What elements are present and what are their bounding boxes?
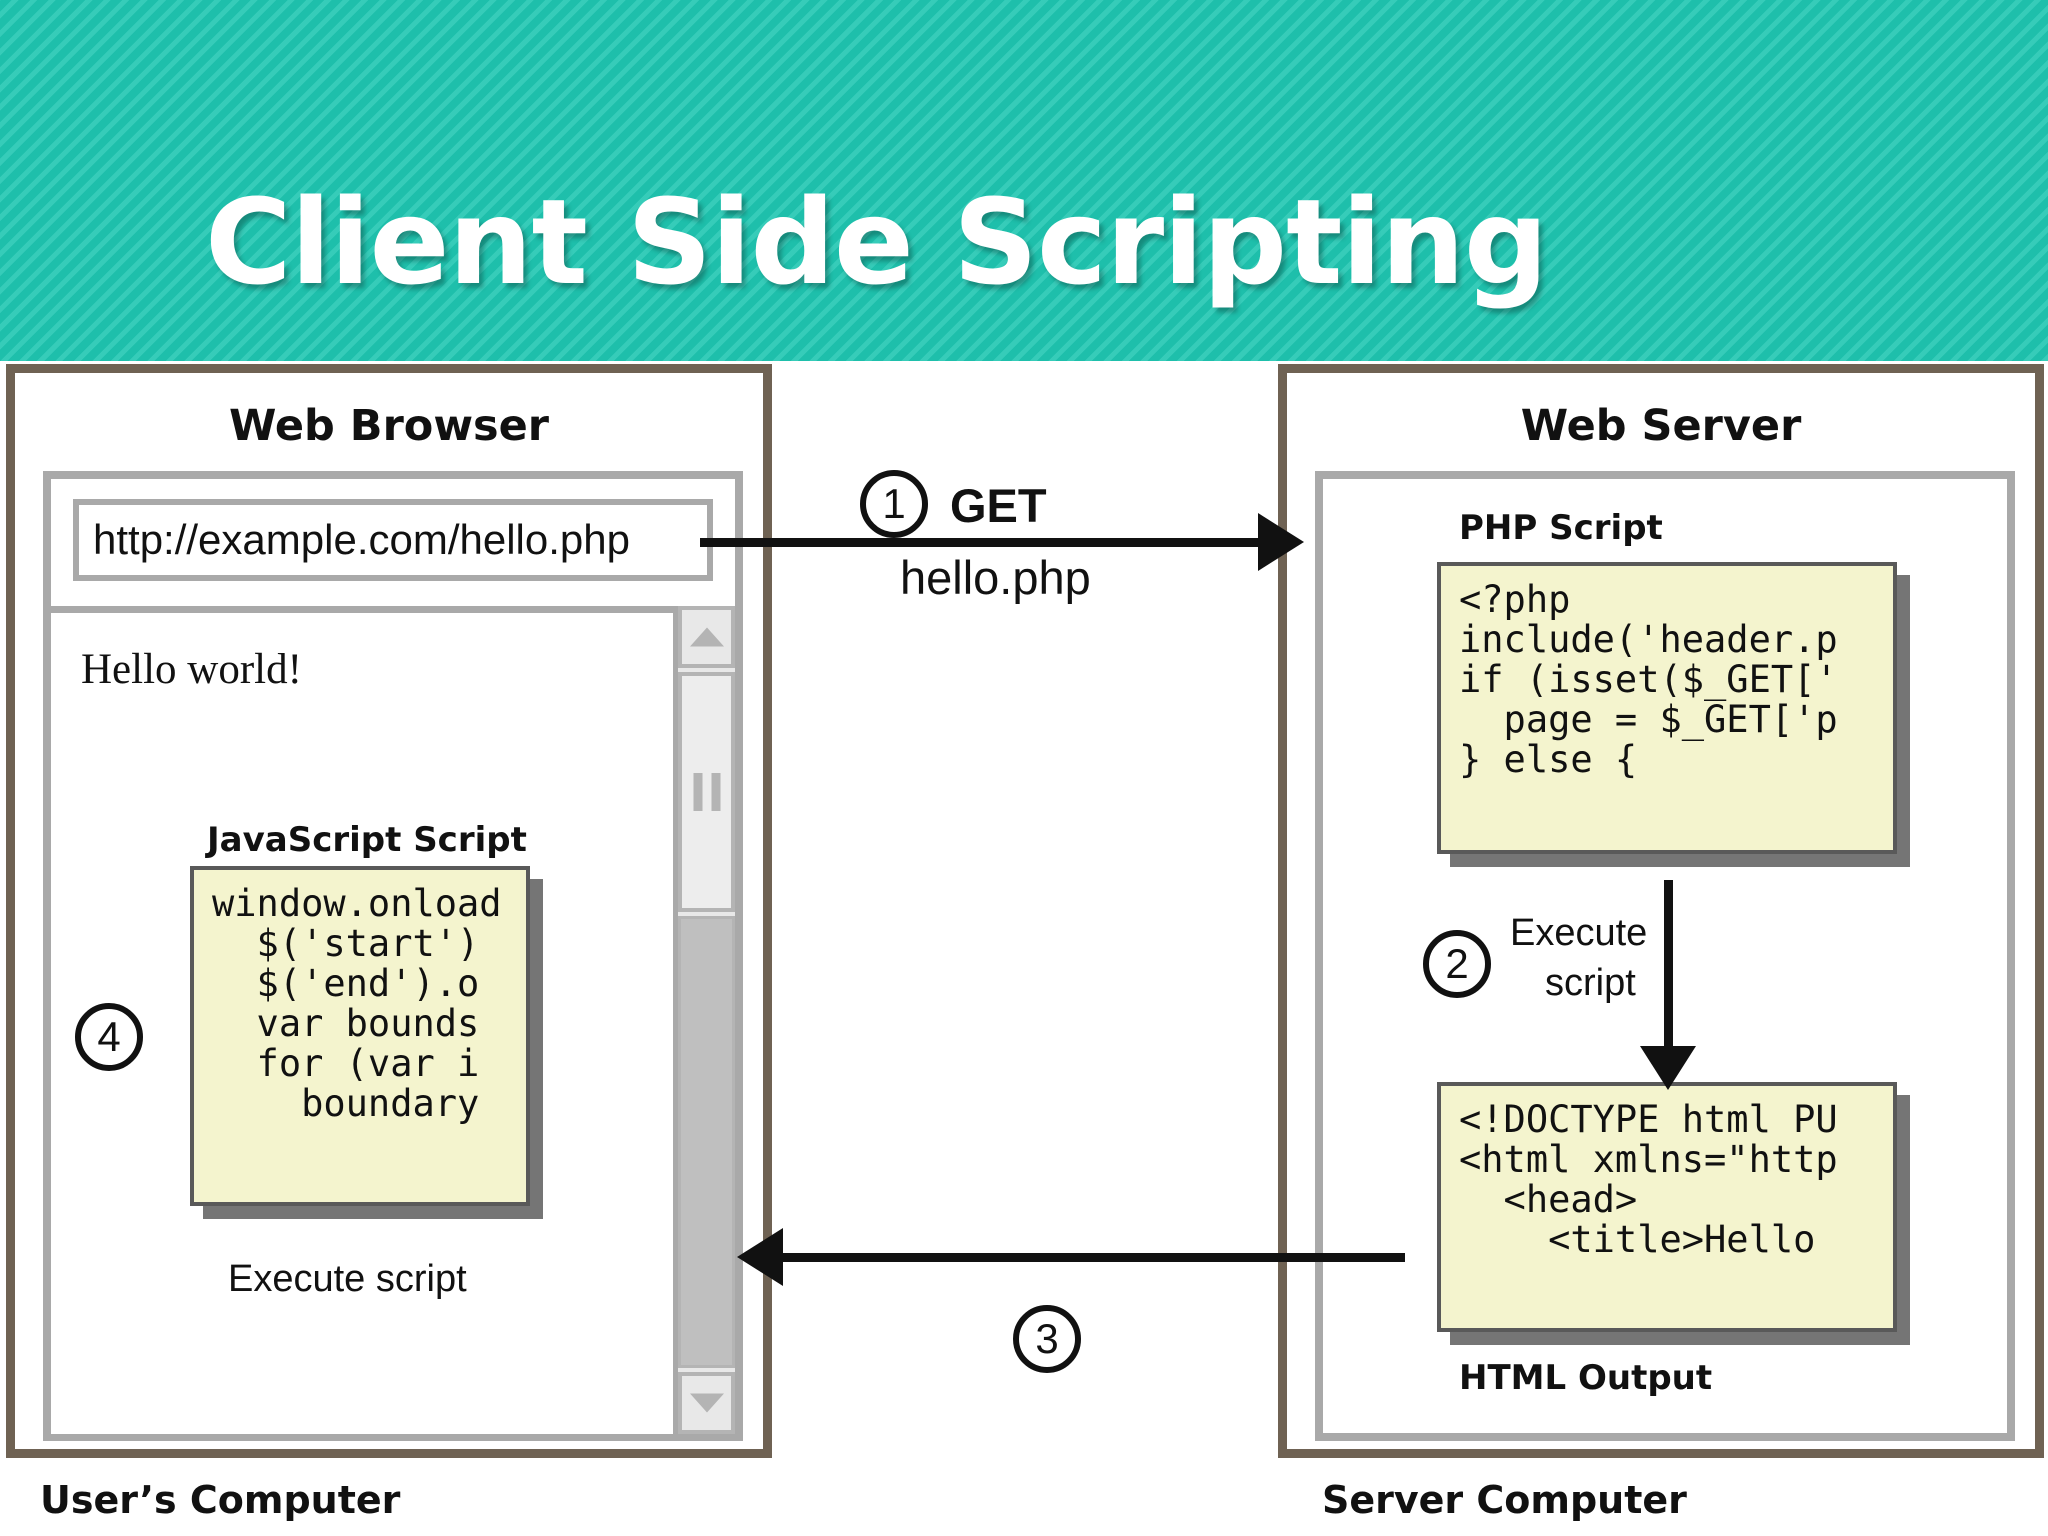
triangle-down-icon	[689, 1393, 724, 1413]
browser-window: http://example.com/hello.php Hello world…	[43, 471, 743, 1441]
web-server-title: Web Server	[1520, 401, 1802, 451]
scroll-up-button[interactable]	[678, 606, 735, 668]
php-code-box: <?php include('header.p if (isset($_GET[…	[1437, 562, 1897, 854]
html-output-code-box: <!DOCTYPE html PU <html xmlns="http <hea…	[1437, 1082, 1897, 1332]
vertical-scrollbar[interactable]	[673, 606, 735, 1434]
user-computer-label: User’s Computer	[40, 1478, 401, 1522]
step-marker-2: 2	[1423, 930, 1491, 998]
scroll-grip-icon	[693, 773, 720, 811]
javascript-code-box: window.onload $('start') $('end').o var …	[190, 866, 530, 1206]
javascript-script-label: JavaScript Script	[207, 820, 527, 860]
php-script-label: PHP Script	[1459, 508, 1663, 548]
execute-label-line1: Execute	[1510, 912, 1648, 954]
step-marker-3: 3	[1013, 1305, 1081, 1373]
response-arrow-head-icon	[737, 1228, 783, 1286]
execute-label-line2: script	[1545, 962, 1636, 1004]
php-code-text: <?php include('header.p if (isset($_GET[…	[1459, 578, 1838, 781]
page-header: Client Side Scripting	[0, 0, 2048, 361]
execute-arrow-line	[1664, 880, 1673, 1055]
scroll-down-button[interactable]	[678, 1372, 735, 1434]
server-computer-label: Server Computer	[1322, 1478, 1687, 1522]
request-arrow-head-icon	[1258, 513, 1304, 571]
requested-file-label: hello.php	[900, 551, 1091, 604]
user-computer-panel: Web Browser http://example.com/hello.php…	[6, 364, 772, 1458]
triangle-up-icon	[689, 627, 724, 647]
web-browser-title: Web Browser	[228, 401, 550, 451]
step-marker-1: 1	[860, 470, 928, 538]
html-output-label: HTML Output	[1459, 1358, 1713, 1398]
execute-script-label-client: Execute script	[228, 1258, 467, 1300]
step-marker-4: 4	[75, 1003, 143, 1071]
execute-arrow-head-icon	[1640, 1046, 1696, 1090]
scrollbar-thumb[interactable]	[678, 672, 735, 912]
url-bar[interactable]: http://example.com/hello.php	[73, 499, 713, 581]
request-arrow-line	[700, 538, 1270, 547]
page-body-text: Hello world!	[81, 646, 302, 693]
page-title: Client Side Scripting	[205, 173, 1548, 311]
scrollbar-track[interactable]	[678, 916, 735, 1368]
get-method-label: GET	[950, 479, 1047, 532]
javascript-code-text: window.onload $('start') $('end').o var …	[212, 882, 502, 1125]
url-input[interactable]: http://example.com/hello.php	[93, 516, 630, 563]
html-output-code-text: <!DOCTYPE html PU <html xmlns="http <hea…	[1459, 1098, 1838, 1261]
response-arrow-line	[775, 1253, 1405, 1262]
